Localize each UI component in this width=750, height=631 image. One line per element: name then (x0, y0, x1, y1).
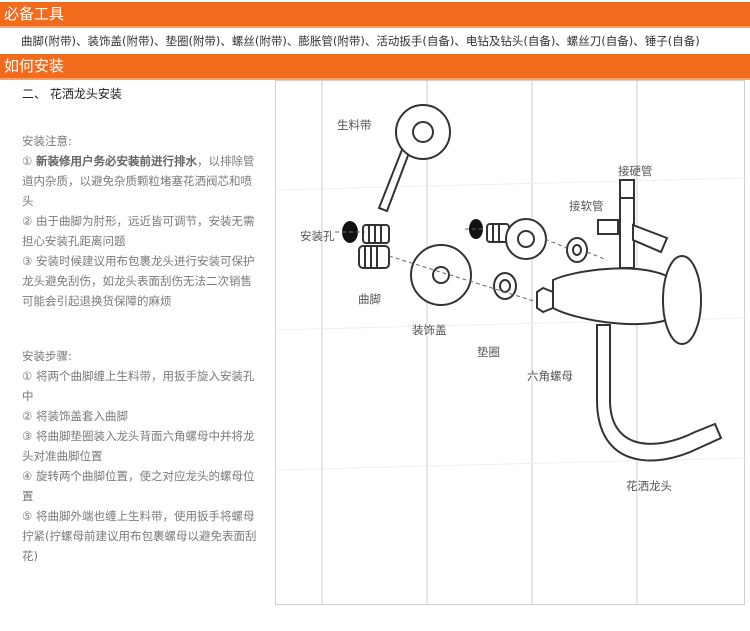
installation-diagram: 生料带 接硬管 接软管 安装孔 曲脚 装饰盖 垫圈 六角螺母 花洒龙头 (274, 80, 746, 605)
label-hard-pipe: 接硬管 (618, 164, 653, 178)
elbow-left-icon (358, 224, 390, 269)
tools-header: 必备工具 (0, 2, 750, 28)
label-hex-nut: 六角螺母 (527, 369, 573, 383)
label-cover: 装饰盖 (412, 323, 447, 337)
tape-roll-icon (377, 104, 451, 213)
label-faucet: 花洒龙头 (626, 479, 672, 493)
step-4: ④ 旋转两个曲脚位置，使之对应龙头的螺母位置 (22, 469, 255, 503)
tools-header-title: 必备工具 (4, 5, 65, 23)
cover-icon (410, 244, 472, 306)
header-underline (0, 26, 750, 28)
faucet-icon (536, 179, 723, 462)
elbow-right-icon (486, 218, 547, 260)
step-2: ② 将装饰盖套入曲脚 (22, 409, 128, 423)
step-3: ③ 将曲脚垫圈装入龙头背面六角螺母中并将龙头对准曲脚位置 (22, 429, 255, 463)
label-elbow: 曲脚 (358, 292, 381, 306)
label-tape: 生料带 (337, 118, 372, 132)
label-hole: 安装孔 (300, 229, 335, 243)
note-1-number: ① (22, 154, 33, 168)
install-header: 如何安装 (0, 54, 750, 80)
diagram-drawing (274, 80, 746, 605)
section-title: 二、 花洒龙头安装 (22, 87, 122, 101)
washer-icon (493, 237, 588, 300)
step-1: ① 将两个曲脚缠上生料带，用扳手旋入安装孔中 (22, 369, 255, 403)
note-1-text: ，以排除管道内杂质，以避免杂质颗粒堵塞花洒阀芯和喷头 (22, 154, 255, 208)
note-2: ② 由于曲脚为肘形，远近皆可调节，安装无需担心安装孔距离问题 (22, 214, 255, 248)
notes-title: 安装注意: (22, 134, 72, 148)
note-1-emphasis: 新装修用户务必安装前进行排水 (35, 154, 197, 168)
header-underline (0, 78, 750, 80)
label-washer: 垫圈 (477, 345, 500, 359)
label-soft-pipe: 接软管 (569, 199, 604, 213)
step-5: ⑤ 将曲脚外端也缠上生料带，使用扳手将螺母拧紧(拧螺母前建议用布包裹螺母以避免表… (22, 509, 257, 563)
install-steps: 安装步骤: ① 将两个曲脚缠上生料带，用扳手旋入安装孔中 ② 将装饰盖套入曲脚 … (22, 346, 257, 566)
diagram-frame (275, 80, 745, 605)
steps-title: 安装步骤: (22, 349, 72, 363)
alignment-lines (335, 228, 608, 303)
note-3: ③ 安装时候建议用布包裹龙头进行安装可保护龙头避免刮伤，如龙头表面刮伤无法二次销… (22, 254, 255, 308)
note-1: ① 新装修用户务必安装前进行排水，以排除管道内杂质，以避免杂质颗粒堵塞花洒阀芯和… (22, 151, 257, 211)
install-notes: 安装注意: ① 新装修用户务必安装前进行排水，以排除管道内杂质，以避免杂质颗粒堵… (22, 131, 257, 311)
tools-list: 曲脚(附带)、装饰盖(附带)、垫圈(附带)、螺丝(附带)、膨胀管(附带)、活动扳… (21, 34, 700, 48)
install-header-title: 如何安装 (4, 57, 65, 75)
